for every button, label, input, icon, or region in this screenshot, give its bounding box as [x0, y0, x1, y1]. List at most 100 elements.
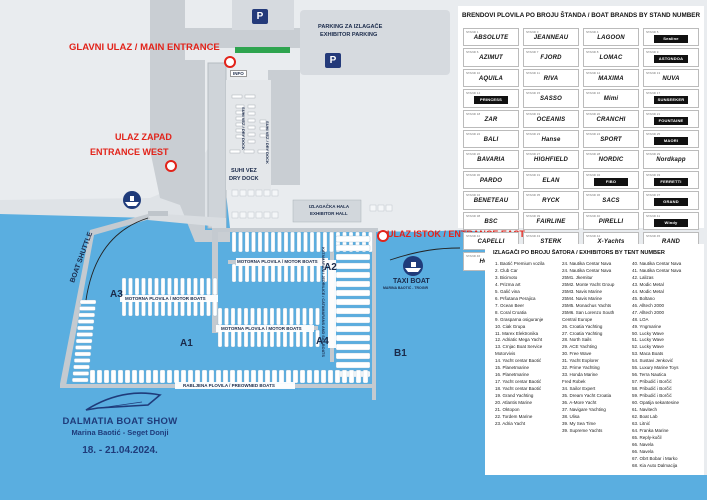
- brand-name: FERRETTI: [654, 177, 688, 186]
- exhibitor-entry: 34. Sailor Expert: [562, 386, 596, 392]
- moored-boat: [208, 369, 215, 384]
- moored-boat: [110, 369, 117, 384]
- entrance-west-label-2: ENTRANCE WEST: [90, 147, 169, 157]
- moored-boat: [128, 299, 133, 317]
- moored-boat: [335, 352, 371, 360]
- moored-boat: [236, 369, 243, 384]
- parking-label-1: PARKING ZA IZLAGAČE: [318, 24, 383, 30]
- moored-boat: [315, 307, 320, 326]
- moored-boat: [103, 369, 110, 384]
- moored-boat: [355, 369, 362, 384]
- moored-boat: [335, 271, 371, 279]
- main-entrance-label: GLAVNI ULAZ / MAIN ENTRANCE: [69, 42, 220, 53]
- moored-boat: [334, 369, 341, 384]
- exhibitor-entry: 28. North Sails: [562, 337, 592, 343]
- moored-boat: [251, 231, 256, 253]
- moored-boat: [282, 329, 288, 348]
- exhibitor-entry: Motorvivis: [495, 351, 516, 357]
- moored-boat: [243, 329, 249, 348]
- main-entrance-marker[interactable]: [224, 56, 236, 68]
- moored-boat: [329, 231, 334, 253]
- moored-boat: [285, 369, 292, 384]
- parking-badge-top: P: [252, 9, 268, 24]
- moored-boat: [335, 289, 371, 297]
- entrance-west-marker[interactable]: [165, 160, 177, 172]
- moored-boat: [231, 263, 237, 283]
- brand-stand-number: STAND 24: [586, 131, 601, 136]
- moored-boat: [270, 231, 276, 253]
- exhibitor-entry: 18. Yacht centar Baotić: [495, 386, 542, 392]
- moored-boat: [320, 369, 327, 384]
- show-dates: 18. - 21.04.2024.: [82, 445, 158, 456]
- exhibitor-parking-area: [300, 10, 450, 75]
- exhibitor-entry: 47. Alltech 2000: [632, 309, 665, 315]
- brand-name: SASSO: [539, 96, 562, 103]
- moored-boat: [79, 306, 96, 311]
- moored-boat: [230, 307, 236, 326]
- exhibitor-entry: 31. Yacht Explorer: [562, 358, 599, 364]
- brand-name: RIVA: [543, 75, 559, 82]
- brand-stand-number: STAND 16: [586, 91, 601, 96]
- exhibitor-entry: 39. My Sea Time: [562, 420, 596, 426]
- moored-boat: [282, 307, 288, 326]
- exhibitor-entry: 19. Grand Yachting: [495, 393, 534, 399]
- moored-boat: [167, 299, 172, 317]
- moored-boat: [251, 263, 256, 283]
- moored-boat: [77, 325, 94, 331]
- exhibitor-entry: 66. Navela: [632, 448, 654, 454]
- moored-boat: [145, 369, 152, 384]
- entrance-east-marker[interactable]: [377, 230, 389, 242]
- brand-name: LOMAC: [599, 55, 623, 62]
- moored-boat: [193, 277, 198, 296]
- moored-boat: [186, 299, 192, 317]
- tent-row: [231, 189, 393, 219]
- brand-stand-number: STAND 10: [466, 70, 481, 75]
- exhibitor-entry: 13. Crnjac Boat Service: [495, 344, 543, 350]
- exhibitor-entry: 66. Navela: [632, 441, 654, 447]
- moored-boat: [76, 332, 93, 337]
- moored-boat: [327, 369, 334, 384]
- exhibitor-entry: 10. Ciak Grupa: [495, 323, 526, 329]
- exhibitor-entry: 25M1. Jkemitur: [562, 274, 593, 280]
- main-building: [207, 62, 227, 229]
- brand-stand-number: STAND 42: [466, 233, 481, 238]
- exhibitor-entry: 58. Pribudić i Borčić: [632, 386, 672, 392]
- moored-boat: [303, 263, 308, 283]
- moored-boat: [289, 307, 294, 326]
- brand-stand-number: STAND 6: [466, 50, 479, 55]
- moored-boat: [269, 307, 275, 326]
- exhibitor-entry: 25M5. Monachus Yachts: [562, 302, 612, 308]
- brand-name: ELAN: [542, 177, 560, 184]
- moored-boat: [79, 299, 97, 305]
- moored-boat: [180, 369, 187, 384]
- exhibitor-entry: 15. Planetmarine: [495, 365, 530, 371]
- moored-boat: [243, 369, 250, 384]
- moored-boat: [335, 253, 371, 261]
- moored-boat: [244, 231, 250, 253]
- exhibitor-entry: 32. Prime Yachting: [562, 365, 600, 371]
- exhibitor-entry: 11. Marex Elektronika: [495, 330, 539, 336]
- exhibitor-entry: 24. Nautika Centar Nava: [562, 267, 612, 273]
- zone-b1: B1: [394, 348, 407, 359]
- exhibitor-entry: 27. Croatia Yachting: [562, 330, 603, 336]
- moored-boat: [199, 277, 205, 296]
- exhibitor-entry: 8. Coral Croatia: [495, 309, 527, 315]
- moored-boat: [250, 329, 255, 348]
- moored-boat: [264, 231, 269, 253]
- moored-boat: [230, 329, 236, 348]
- moored-boat: [222, 369, 229, 384]
- road-top: [185, 28, 300, 48]
- moored-boat: [335, 298, 371, 306]
- brand-stand-number: STAND 12: [586, 70, 601, 75]
- exhibitor-entry: 2. Club Car: [495, 267, 518, 273]
